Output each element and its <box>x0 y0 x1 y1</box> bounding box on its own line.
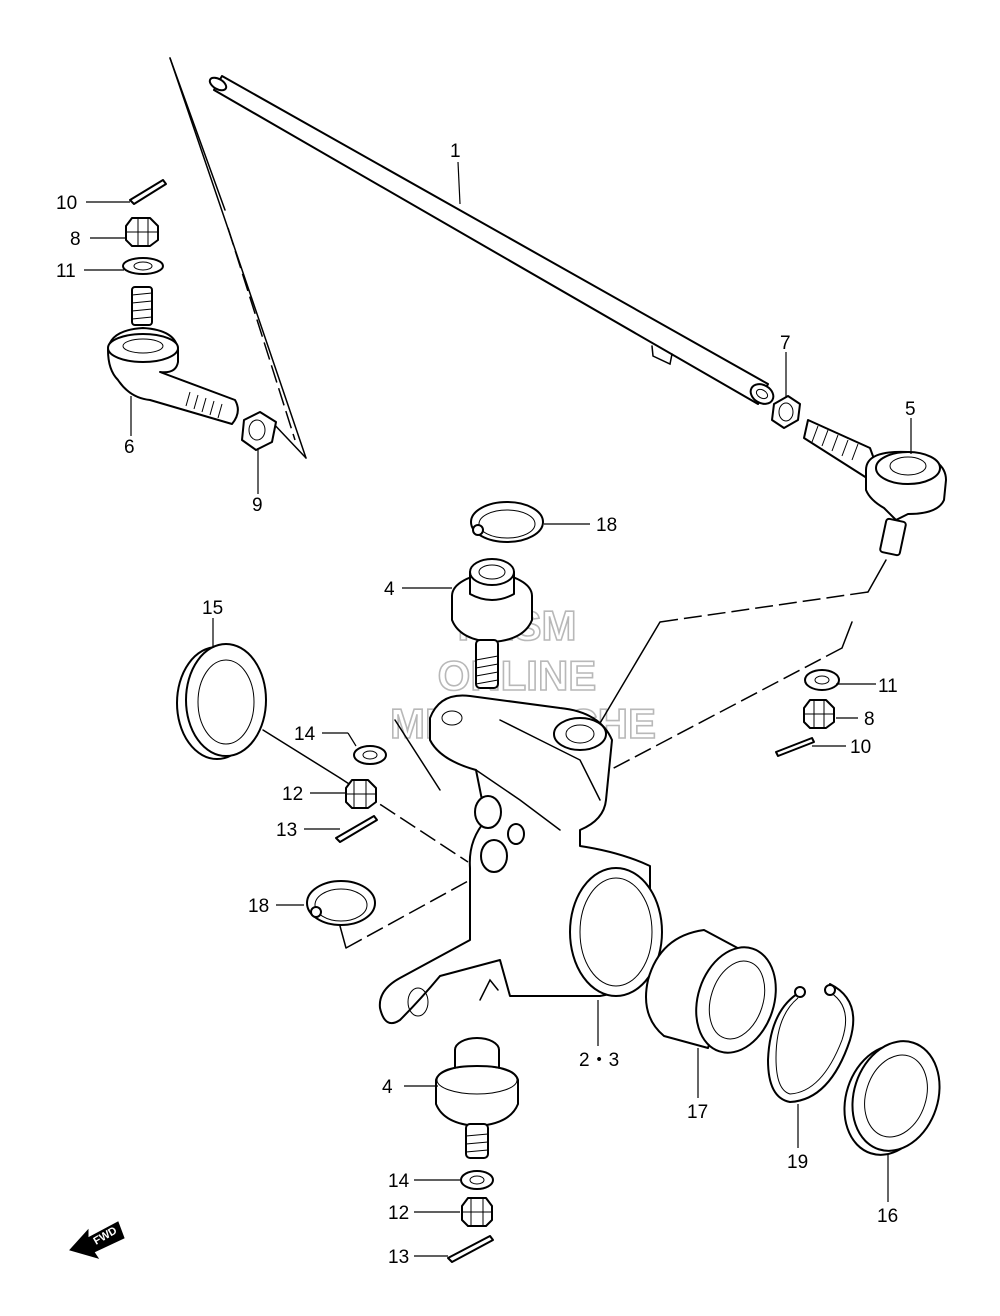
label-2-3: 2・3 <box>579 1050 619 1071</box>
upper-ball-joint <box>451 558 533 689</box>
label-19: 19 <box>787 1152 808 1173</box>
wheel-bearing <box>645 929 777 1054</box>
lower-washer-nut-pin <box>447 1170 494 1263</box>
watermark-line2: ONLINE <box>438 652 597 699</box>
label-18-upper: 18 <box>596 515 617 536</box>
tie-rod-tube <box>208 75 775 405</box>
label-16: 16 <box>877 1206 898 1227</box>
leader-lines <box>84 161 912 1257</box>
upper-circlip <box>470 501 544 543</box>
label-11-right: 11 <box>878 676 898 697</box>
label-8-left: 8 <box>70 229 81 250</box>
label-10-right: 10 <box>850 737 871 758</box>
forward-direction-arrow: FWD <box>69 1221 125 1259</box>
right-lock-nut <box>771 395 801 429</box>
label-7: 7 <box>780 333 791 354</box>
label-14-upper: 14 <box>294 724 316 745</box>
right-cotter-pin-nut-washer <box>775 669 840 757</box>
label-11-left: 11 <box>56 261 76 282</box>
left-lock-nut <box>241 411 277 451</box>
callout-labels: 1 10 8 11 6 9 7 5 18 4 15 11 8 10 14 12 … <box>56 141 916 1268</box>
inner-oil-seal <box>176 643 267 760</box>
label-9: 9 <box>252 495 263 516</box>
outer-oil-seal <box>843 1040 941 1156</box>
label-18-lower: 18 <box>248 896 269 917</box>
label-14-lower: 14 <box>388 1171 410 1192</box>
label-4-lower: 4 <box>382 1077 393 1098</box>
assembly-guide-lines <box>262 559 887 949</box>
upper-washer-nut-pin <box>335 745 387 843</box>
label-8-right: 8 <box>864 709 875 730</box>
steering-knuckle <box>378 694 663 1024</box>
lower-ball-joint <box>435 1037 519 1159</box>
label-1: 1 <box>450 141 461 162</box>
lower-circlip <box>306 880 376 926</box>
label-6: 6 <box>124 437 135 458</box>
label-12-upper: 12 <box>282 784 303 805</box>
label-5: 5 <box>905 399 916 420</box>
label-13-lower: 13 <box>388 1247 409 1268</box>
right-tie-rod-end <box>803 419 947 557</box>
label-15: 15 <box>202 598 223 619</box>
left-cotter-pin-nut-washer <box>122 179 167 275</box>
label-10-left: 10 <box>56 193 77 214</box>
label-13-upper: 13 <box>276 820 297 841</box>
tie-rod-end-guide-lines <box>169 57 307 459</box>
left-tie-rod-end <box>107 286 239 425</box>
label-17: 17 <box>687 1102 708 1123</box>
snap-ring <box>767 983 855 1103</box>
label-12-lower: 12 <box>388 1203 409 1224</box>
label-4-upper: 4 <box>384 579 395 600</box>
